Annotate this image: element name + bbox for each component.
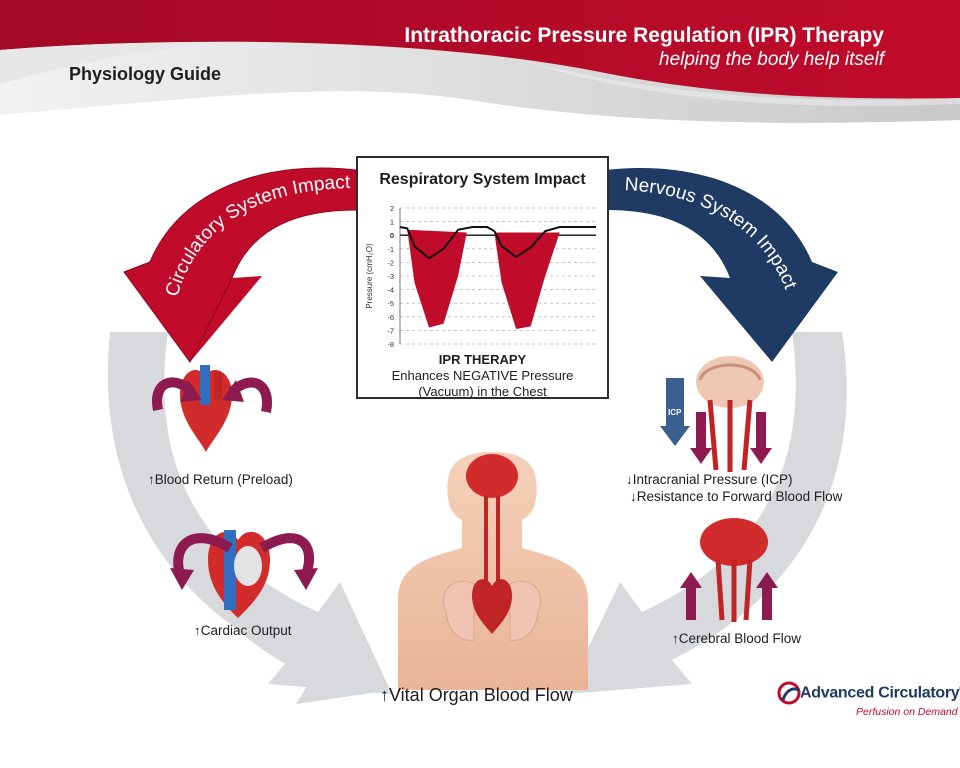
respiratory-title: Respiratory System Impact bbox=[379, 171, 586, 188]
y-tick-label: -3 bbox=[387, 272, 394, 281]
caption-line-2: Enhances NEGATIVE Pressure bbox=[391, 368, 574, 383]
y-tick-label: 1 bbox=[390, 218, 394, 227]
guide-label: Physiology Guide bbox=[69, 64, 222, 84]
respiratory-panel: Respiratory System Impact Pressure (cmH₂… bbox=[356, 156, 609, 399]
pressure-chart: Pressure (cmH₂O) 2 1 0 -1 -2 -3 -4 -5 -6 -7 -8 bbox=[365, 204, 596, 349]
vital-organ-label: ↑Vital Organ Blood Flow bbox=[380, 685, 573, 705]
cerebral-flow-label: ↑Cerebral Blood Flow bbox=[672, 631, 802, 646]
company-logo-name: Advanced Circulatory® bbox=[800, 684, 960, 702]
caption-line-3: (Vacuum) in the Chest bbox=[418, 384, 547, 399]
nervous-arrow bbox=[606, 167, 838, 362]
y-tick-label: -1 bbox=[387, 245, 394, 254]
logo-name-text: Advanced Circulatory bbox=[800, 684, 960, 702]
arrow-icon bbox=[170, 533, 318, 590]
arrow-icon bbox=[152, 377, 272, 413]
brain-icon bbox=[700, 518, 768, 622]
y-tick-label: 2 bbox=[390, 204, 394, 213]
normal-pressure-line bbox=[399, 226, 596, 260]
y-tick-label: -7 bbox=[387, 326, 394, 335]
y-tick-label: -8 bbox=[387, 340, 394, 349]
header-banner bbox=[0, 0, 960, 123]
icp-tag: ICP bbox=[668, 408, 682, 417]
arrow-icon bbox=[660, 378, 772, 464]
brain-icon bbox=[696, 356, 764, 472]
circulation-flow-shape bbox=[107, 332, 847, 704]
circulatory-arrow bbox=[123, 167, 357, 363]
respiratory-caption: IPR THERAPY Enhances NEGATIVE Pressure (… bbox=[358, 352, 607, 400]
page-title: Intrathoracic Pressure Regulation (IPR) … bbox=[404, 24, 884, 47]
blood-return-label: ↑Blood Return (Preload) bbox=[148, 472, 293, 487]
icp-label-line-1: ↓Intracranial Pressure (ICP) bbox=[626, 472, 793, 487]
heart-icon bbox=[180, 365, 232, 452]
icp-label-line-2: ↓Resistance to Forward Blood Flow bbox=[630, 489, 843, 504]
caption-line-1: IPR THERAPY bbox=[438, 352, 527, 367]
arrow-icon bbox=[680, 572, 778, 620]
y-tick-label: -4 bbox=[387, 286, 394, 295]
heart-icon bbox=[208, 530, 270, 618]
ipr-pressure-area bbox=[407, 229, 467, 328]
page-subtitle: helping the body help itself bbox=[659, 49, 884, 70]
y-tick-label: -6 bbox=[387, 313, 394, 322]
company-tagline: Perfusion on Demand bbox=[856, 706, 958, 718]
y-tick-label: -5 bbox=[387, 299, 394, 308]
cardiac-output-label: ↑Cardiac Output bbox=[194, 623, 292, 638]
logo-mark bbox=[777, 681, 801, 705]
y-tick-label: 0 bbox=[390, 231, 394, 240]
ipr-pressure-area bbox=[494, 232, 560, 330]
y-tick-label: -2 bbox=[387, 258, 394, 267]
y-axis-label: Pressure (cmH₂O) bbox=[365, 243, 374, 309]
body-icon bbox=[398, 452, 588, 690]
